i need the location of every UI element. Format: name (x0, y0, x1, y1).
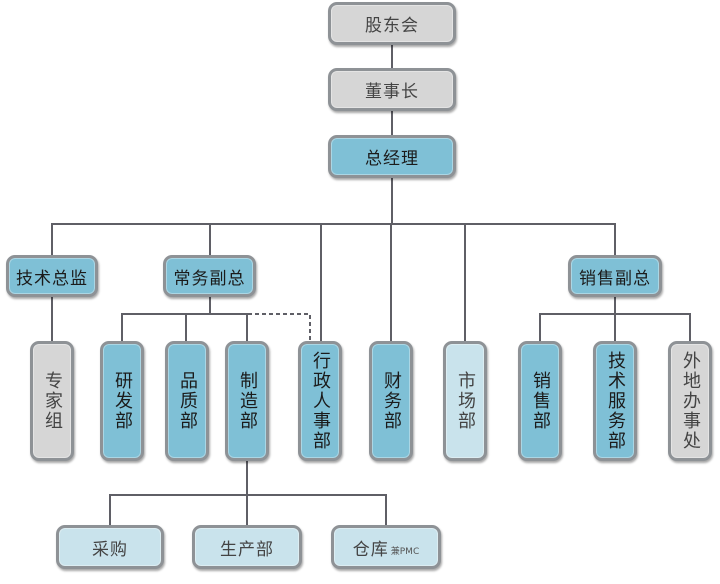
node-production-dept[interactable]: 生产部 (192, 525, 302, 569)
node-branch-office[interactable]: 外地办事处 (668, 341, 712, 461)
node-label: 品质部 (177, 371, 198, 431)
node-label: 研发部 (112, 371, 133, 431)
node-shareholders[interactable]: 股东会 (328, 2, 456, 45)
node-label: 技术服务部 (605, 351, 626, 451)
node-expert-group[interactable]: 专家组 (30, 341, 74, 461)
connector (320, 223, 322, 343)
connector (391, 110, 393, 136)
connector (391, 177, 393, 223)
connector (246, 313, 248, 343)
connector (390, 223, 392, 343)
node-label: 销售副总 (579, 268, 651, 289)
connector (185, 313, 187, 343)
node-sales-vp[interactable]: 销售副总 (568, 255, 662, 297)
connector (209, 296, 211, 314)
node-label: 股东会 (365, 16, 419, 36)
node-label: 董事长 (365, 82, 419, 102)
node-manufacturing-dept[interactable]: 制造部 (225, 341, 269, 461)
connector (121, 313, 123, 343)
node-general-manager[interactable]: 总经理 (328, 135, 456, 178)
connector (464, 223, 466, 343)
node-finance-dept[interactable]: 财务部 (369, 341, 413, 461)
node-label: 市场部 (455, 371, 476, 431)
dotted-connector (248, 313, 311, 343)
connector (51, 296, 53, 343)
connector (614, 313, 616, 343)
node-label: 仓库 (352, 539, 389, 560)
node-chairman[interactable]: 董事长 (328, 68, 456, 111)
connector (614, 223, 616, 257)
node-label: 生产部 (220, 539, 274, 560)
node-sales-dept[interactable]: 销售部 (518, 341, 562, 461)
node-label: 制造部 (237, 371, 258, 431)
node-label: 外地办事处 (680, 351, 701, 451)
node-tech-director[interactable]: 技术总监 (6, 255, 98, 297)
connector (51, 223, 53, 257)
node-rd-dept[interactable]: 研发部 (100, 341, 144, 461)
node-marketing-dept[interactable]: 市场部 (443, 341, 487, 461)
connector (109, 494, 386, 496)
connector (246, 460, 248, 526)
node-label: 总经理 (365, 149, 419, 169)
node-purchasing[interactable]: 采购 (56, 525, 164, 569)
node-label: 常务副总 (173, 268, 246, 289)
node-label: 财务部 (381, 371, 402, 431)
node-note: 兼PMC (390, 546, 420, 557)
node-executive-vp[interactable]: 常务副总 (163, 255, 256, 297)
node-label: 采购 (92, 539, 128, 560)
connector (689, 313, 691, 343)
connector (391, 44, 393, 68)
connector (614, 296, 616, 314)
node-warehouse[interactable]: 仓库 兼PMC (331, 525, 441, 569)
node-label: 技术总监 (16, 268, 88, 289)
node-tech-service-dept[interactable]: 技术服务部 (593, 341, 637, 461)
connector (109, 494, 111, 526)
node-label: 专家组 (42, 371, 63, 431)
node-label: 销售部 (530, 371, 551, 431)
connector (385, 494, 387, 526)
node-quality-dept[interactable]: 品质部 (165, 341, 209, 461)
connector (51, 223, 615, 225)
connector (209, 223, 211, 257)
node-admin-hr-dept[interactable]: 行政人事部 (298, 341, 342, 461)
node-label: 行政人事部 (310, 351, 331, 451)
connector (539, 313, 541, 343)
connector (121, 313, 247, 315)
